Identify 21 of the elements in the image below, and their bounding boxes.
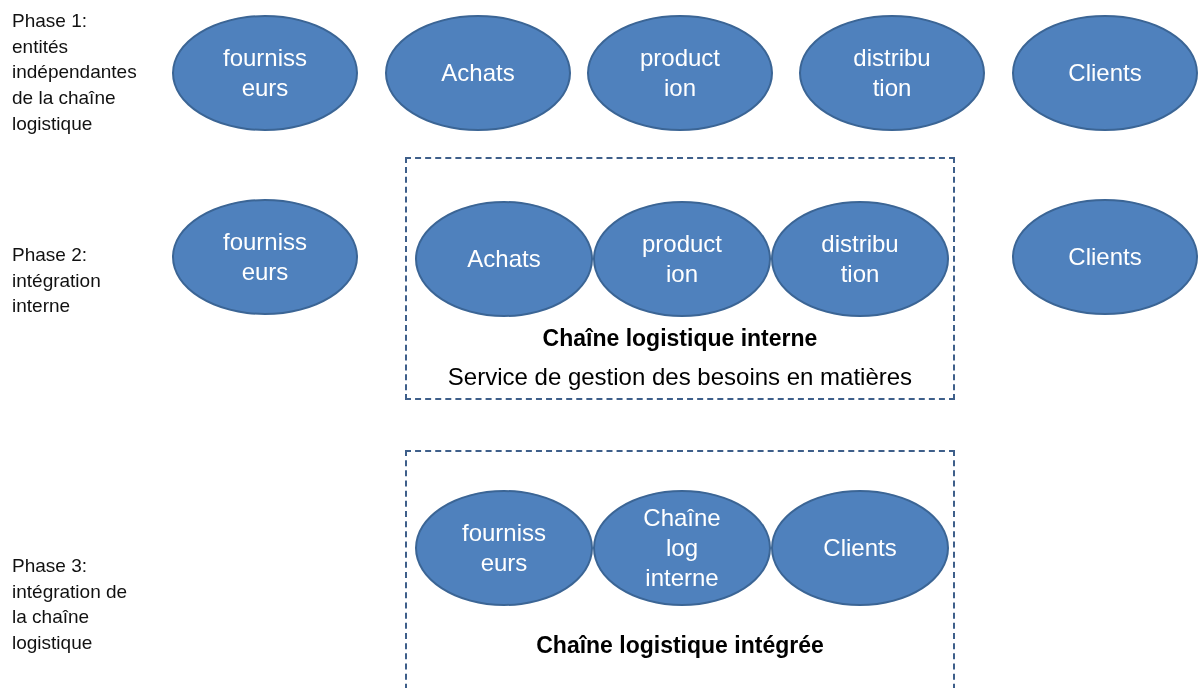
node-label: Achats (440, 58, 516, 88)
node-label: distribu tion (820, 229, 900, 289)
node-label: distribu tion (852, 43, 932, 103)
phase-label: Phase 1: entités indépendantes de la chaîne logistique (12, 9, 138, 136)
group-title: Chaîne logistique interne (541, 325, 819, 352)
node-label: product ion (640, 229, 724, 289)
node-label: fourniss eurs (221, 227, 308, 287)
node-label: product ion (638, 43, 722, 103)
node-label: Clients (1067, 242, 1143, 272)
node-label: fourniss eurs (460, 518, 547, 578)
node-label: Chaîne log interne (642, 503, 722, 593)
node-label: Clients (1067, 58, 1143, 88)
node-label: fourniss eurs (221, 43, 308, 103)
group-subtitle: Service de gestion des besoins en matières (446, 363, 914, 391)
phase-label: Phase 2: intégration interne (12, 243, 102, 319)
dashed-group-box (405, 450, 955, 688)
node-label: Clients (822, 533, 898, 563)
group-title: Chaîne logistique intégrée (535, 632, 825, 659)
dashed-group-box (405, 157, 955, 400)
node-label: Achats (466, 244, 542, 274)
phase-label: Phase 3: intégration de la chaîne logistique (12, 554, 129, 655)
